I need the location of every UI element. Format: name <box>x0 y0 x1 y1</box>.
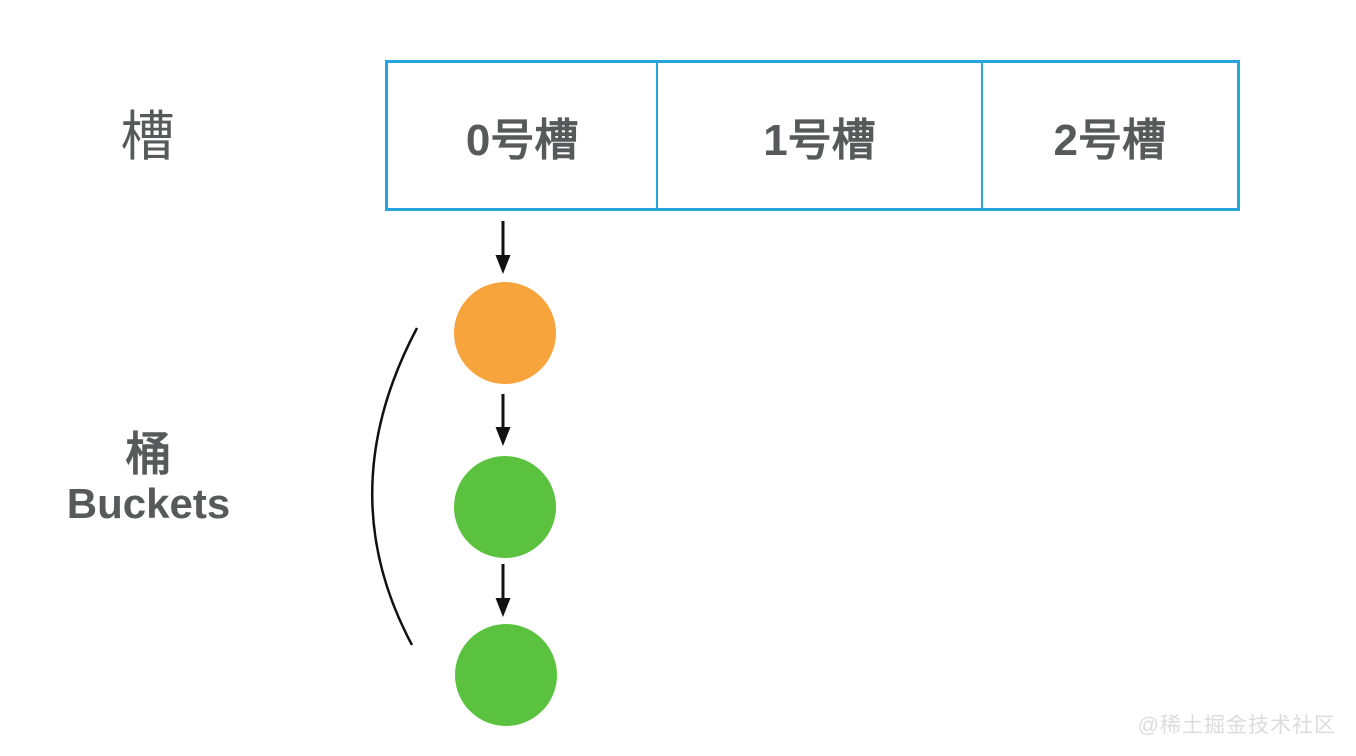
buckets-side-label-cn: 桶 <box>125 428 172 480</box>
bucket2-to-bucket3-arrow <box>495 564 511 617</box>
slot-cell-2: 2号槽 <box>980 63 1237 208</box>
buckets-side-label-en: Buckets <box>66 479 231 527</box>
slot-cell-1-label: 1号槽 <box>763 115 876 165</box>
arrow-head-icon <box>495 598 511 617</box>
slot-cell-1: 1号槽 <box>656 63 980 208</box>
bucket-group-brace <box>370 327 419 646</box>
arrow-head-icon <box>495 427 511 446</box>
slot-row: 0号槽 1号槽 2号槽 <box>385 60 1240 211</box>
slot-cell-0: 0号槽 <box>388 63 656 208</box>
bucket-node-1 <box>454 282 556 384</box>
bucket-node-3 <box>455 624 557 726</box>
bucket1-to-bucket2-arrow <box>495 394 511 446</box>
slot-cell-2-label: 2号槽 <box>1053 115 1167 165</box>
slot-side-label: 槽 <box>120 107 175 167</box>
slot-to-bucket-arrow <box>495 221 511 274</box>
buckets-side-label: 桶 Buckets <box>46 428 251 527</box>
bucket-node-2 <box>454 456 556 558</box>
arrow-head-icon <box>495 255 511 274</box>
watermark-text: @稀土掘金技术社区 <box>1137 714 1336 737</box>
slot-cell-0-label: 0号槽 <box>465 115 579 165</box>
